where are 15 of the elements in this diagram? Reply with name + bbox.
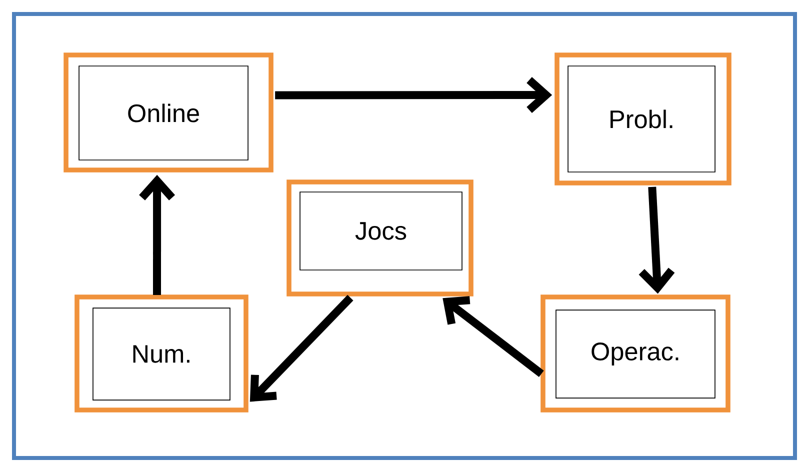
outer-box	[540, 294, 730, 412]
outer-box	[64, 52, 274, 172]
text-box: Online	[78, 66, 248, 160]
arrow	[638, 186, 675, 294]
outer-box	[74, 294, 248, 412]
text-box: Num.	[92, 308, 230, 400]
text-box: Probl.	[568, 66, 716, 172]
outer-box	[554, 52, 732, 186]
arrow	[250, 294, 354, 402]
arrow	[275, 77, 552, 113]
text-box: Operac.	[556, 310, 716, 398]
text-box: Jocs	[300, 192, 462, 270]
arrow	[139, 174, 176, 295]
outer-box	[286, 180, 474, 296]
arrow	[442, 296, 544, 377]
